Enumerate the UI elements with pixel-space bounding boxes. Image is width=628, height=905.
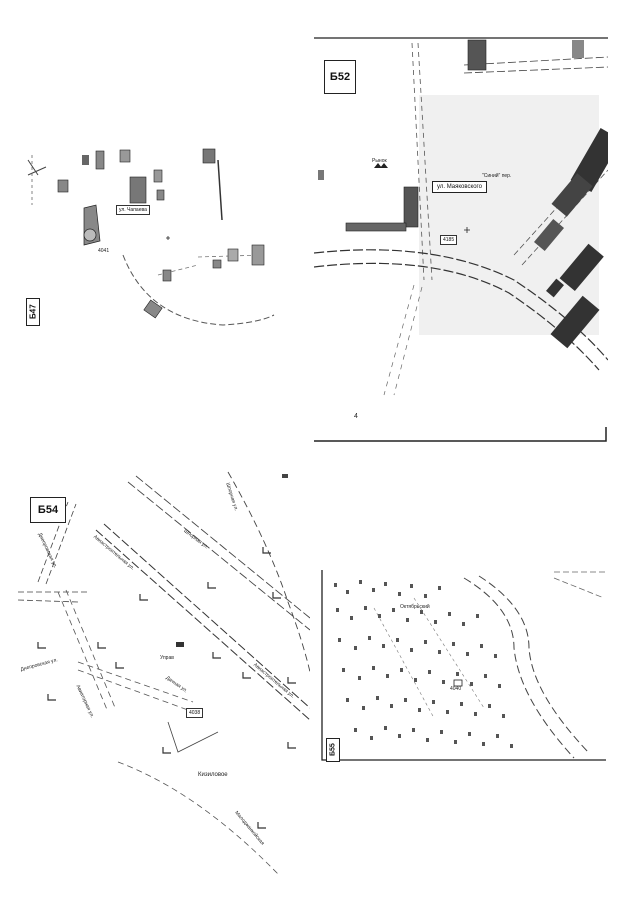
b55-sheet-code: Б55 bbox=[326, 738, 340, 762]
b52-street-callout-text: ул. Маяковского bbox=[437, 184, 482, 190]
b52-street-callout: ул. Маяковского bbox=[432, 181, 487, 193]
b55-map-graphics bbox=[321, 570, 606, 761]
b55-district-label: Октябрьский bbox=[400, 604, 430, 610]
map-panel-b54: Б54 Кизиловое Управ 4038 Шпорная ул. Шпо… bbox=[18, 462, 310, 874]
b52-marker-text: 4185 bbox=[443, 237, 455, 243]
b54-marker-text: 4038 bbox=[189, 710, 201, 716]
b55-marker-label: 4040 bbox=[450, 686, 462, 692]
b54-map-graphics bbox=[18, 471, 310, 874]
b52-map-graphics bbox=[314, 37, 608, 442]
b55-sheet-code-text: Б55 bbox=[329, 743, 337, 757]
b47-sheet-code-text: Б47 bbox=[28, 304, 38, 320]
b47-street-sign-text: ул. Чапаева bbox=[119, 207, 147, 213]
b47-street-sign: ул. Чапаева bbox=[116, 205, 150, 215]
b52-bottom-mark: 4 bbox=[354, 413, 358, 420]
map-panel-b47: Б47 ул. Чапаева 4041 bbox=[18, 145, 280, 340]
b52-marker: 4185 bbox=[440, 235, 458, 245]
b54-village-label: Кизиловое bbox=[198, 772, 228, 778]
b52-sheet-code: Б52 bbox=[324, 60, 356, 94]
b52-market-label: Рынок bbox=[372, 158, 387, 164]
b54-admin-label: Управ bbox=[160, 655, 174, 661]
b54-sheet-code: Б54 bbox=[30, 497, 66, 523]
map-panel-b55: Б55 Октябрьский 4040 bbox=[314, 568, 608, 766]
map-panel-b52: Б52 ул. Маяковского Рынок "Синий" пер. 4… bbox=[314, 35, 608, 443]
b54-sheet-code-text: Б54 bbox=[37, 504, 59, 516]
b54-marker: 4038 bbox=[186, 708, 204, 718]
b47-sheet-code: Б47 bbox=[26, 298, 40, 326]
b47-map-graphics bbox=[27, 148, 275, 326]
b52-park-label: "Синий" пер. bbox=[482, 173, 512, 179]
b47-marker-label: 4041 bbox=[98, 248, 110, 254]
b52-sheet-code-text: Б52 bbox=[329, 71, 351, 83]
